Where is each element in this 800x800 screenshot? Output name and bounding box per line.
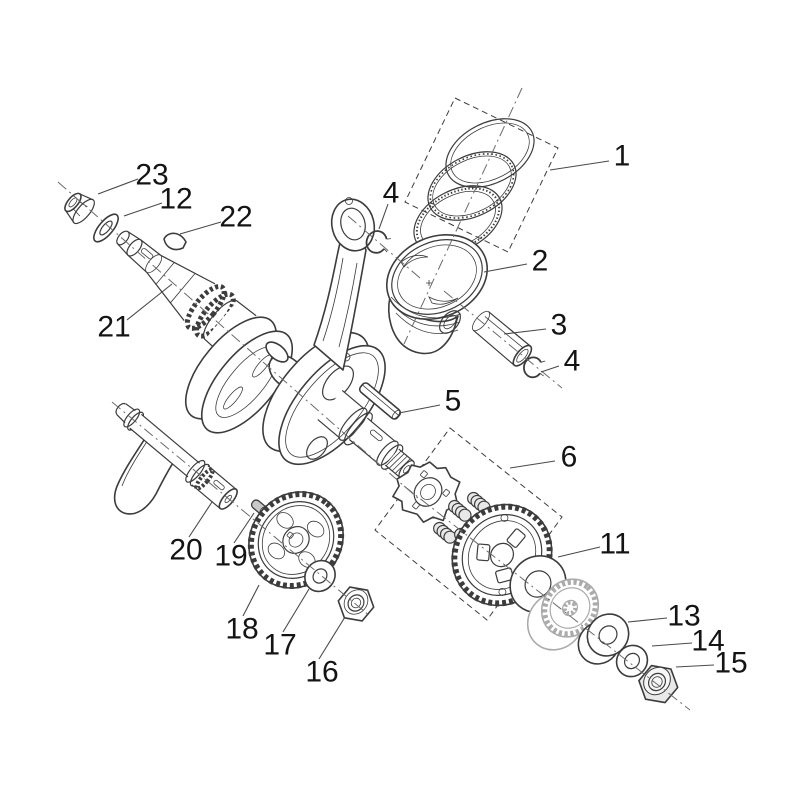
callout-number-piston: 2 [532, 245, 549, 278]
drive-key [358, 382, 402, 420]
callout-number-balance-shaft-gear: 18 [225, 613, 258, 646]
leader-line-spacer-thick [627, 617, 668, 623]
callout-number-drive-key: 5 [445, 385, 462, 418]
callout-number-flange-nut: 23 [135, 159, 168, 192]
compression-ring-1 [445, 118, 535, 188]
leader-line-washer-balancer [282, 588, 310, 633]
leader-line-balancer-driven-gear-assembly [509, 460, 556, 469]
balance-shaft-gear [247, 490, 345, 590]
leader-line-hex-nut-balancer [318, 616, 346, 660]
callout-number-balancer-driven-gear-assembly: 6 [561, 441, 578, 474]
callout-number-washer-thin: 14 [691, 625, 724, 658]
piston-pin-circlip-upper [365, 230, 392, 254]
leader-line-piston-pin-circlip-lower [540, 365, 560, 373]
leader-line-flange-nut [97, 178, 139, 195]
callout-number-piston-pin: 3 [551, 309, 568, 342]
callout-number-crankshaft: 21 [97, 311, 130, 344]
leader-line-hex-nut-right [675, 664, 715, 668]
callout-number-crankshaft-washer: 12 [159, 183, 192, 216]
spacer-thick [577, 613, 630, 665]
leader-line-drive-key [398, 404, 441, 414]
crank-right-shaft [317, 389, 415, 479]
leader-line-woodruff-key [179, 221, 222, 235]
hex-nut-balancer [337, 586, 375, 622]
leader-line-washer-large [557, 546, 601, 558]
leader-line-crankshaft [126, 283, 173, 321]
callout-number-spacer-thick: 13 [667, 600, 700, 633]
crank-web-left [184, 316, 294, 434]
callout-number-washer-large: 11 [599, 528, 630, 561]
compression-ring-2 [427, 151, 517, 221]
callout-number-balance-shaft: 20 [169, 534, 202, 567]
crankshaft-washer [93, 213, 119, 243]
callout-number-washer-balancer: 17 [263, 629, 296, 662]
woodruff-key [163, 232, 187, 251]
flange-nut [64, 192, 95, 225]
hex-nut-right [638, 664, 679, 704]
callout-number-piston-pin-circlip-upper: 4 [383, 177, 400, 210]
reference-pinion-gear [526, 578, 600, 651]
leader-line-washer-thin [651, 642, 693, 647]
callout-number-hex-nut-balancer: 16 [305, 656, 338, 689]
piston-ring-set [404, 97, 559, 255]
leader-line-crankshaft-washer [123, 202, 163, 217]
damper-hub [392, 461, 461, 524]
leader-line-balance-shaft-gear [242, 584, 260, 617]
connecting-rod [313, 197, 376, 371]
piston-pin [471, 310, 533, 367]
leader-line-piston [483, 263, 528, 273]
washer-thin [615, 644, 649, 678]
leader-line-gear-key [233, 512, 255, 544]
callout-number-piston-pin-circlip-lower: 4 [564, 345, 581, 378]
callout-number-woodruff-key: 22 [219, 201, 252, 234]
callout-number-gear-key: 19 [214, 540, 247, 573]
leader-line-piston-ring-set [549, 160, 610, 171]
crankshaft [116, 197, 415, 479]
callout-number-hex-nut-right: 15 [714, 647, 747, 680]
piston-pin-circlip-lower [523, 356, 546, 379]
leader-line-piston-pin [503, 328, 547, 335]
leader-line-balance-shaft [188, 501, 213, 538]
callout-number-piston-ring-set: 1 [614, 140, 631, 173]
leader-line-piston-pin-circlip-upper [378, 203, 389, 230]
balancer-driven-gear-assembly [374, 427, 563, 621]
